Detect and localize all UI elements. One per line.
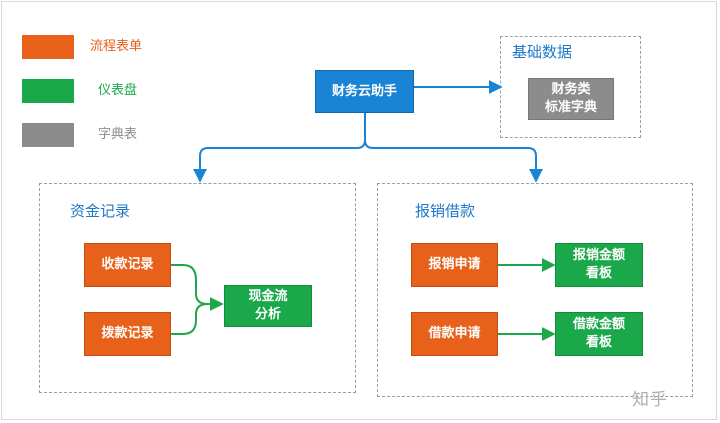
legend-label-dashboard: 仪表盘 <box>98 83 138 98</box>
legend-swatch-dictionary <box>22 123 74 147</box>
expense-arrows <box>498 258 556 341</box>
reimbursement-apply-node[interactable]: 报销申请 <box>411 243 498 287</box>
group-basic-data-title: 基础数据 <box>512 43 573 61</box>
root-branch-arrows <box>193 113 543 183</box>
legend-swatch-form <box>22 35 74 59</box>
loan-board-node[interactable]: 借款金额 看板 <box>555 312 643 356</box>
finance-dictionary-node[interactable]: 财务类 标准字典 <box>528 78 614 120</box>
transfer-record-node[interactable]: 拨款记录 <box>84 312 171 356</box>
zhihu-watermark: 知乎 <box>632 390 668 410</box>
legend-label-dictionary: 字典表 <box>98 127 138 142</box>
legend-swatch-dashboard <box>22 79 74 103</box>
loan-apply-node[interactable]: 借款申请 <box>411 312 498 356</box>
reimbursement-board-node[interactable]: 报销金额 看板 <box>555 243 643 287</box>
group-funds <box>39 183 356 393</box>
group-expense <box>377 183 693 397</box>
legend-label-form: 流程表单 <box>90 39 143 54</box>
group-funds-title: 资金记录 <box>70 202 131 220</box>
receipt-record-node[interactable]: 收款记录 <box>84 243 171 287</box>
cashflow-analysis-node[interactable]: 现金流 分析 <box>224 285 312 327</box>
funds-to-cashflow-arrows <box>171 264 224 335</box>
group-expense-title: 报销借款 <box>415 202 476 220</box>
root-node-finance-assistant[interactable]: 财务云助手 <box>315 70 414 113</box>
